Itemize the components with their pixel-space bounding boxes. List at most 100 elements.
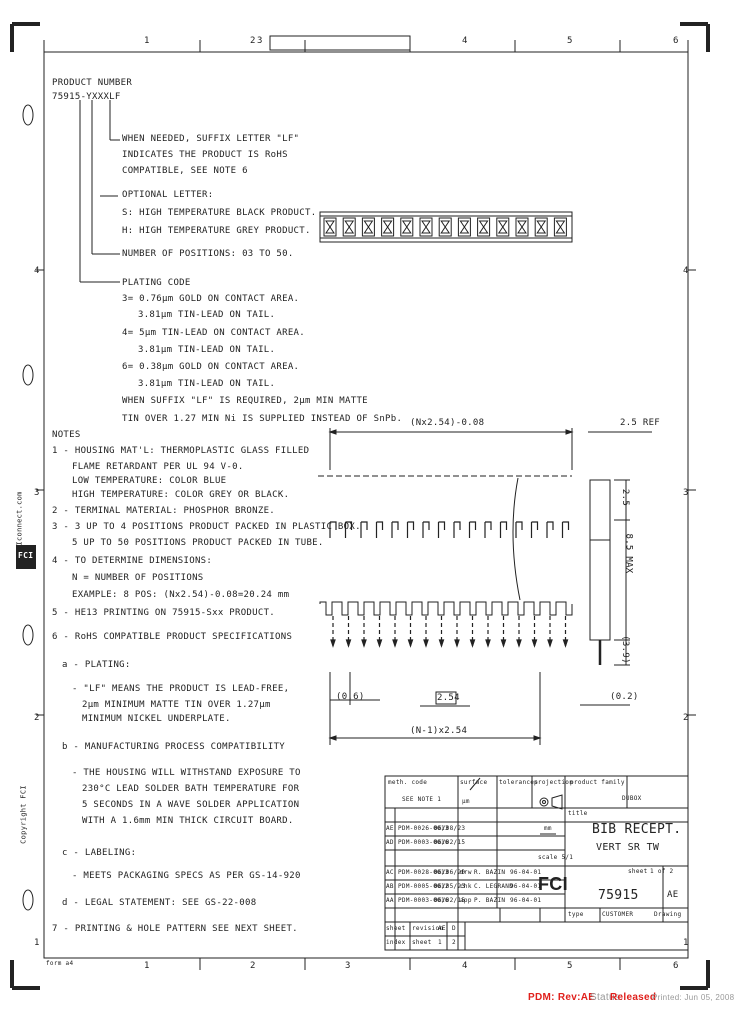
contact-array-svg <box>329 521 570 648</box>
dim-side-a: 2.5 <box>620 488 631 507</box>
note-line-4: 2 - TERMINAL MATERIAL: PHOSPHOR BRONZE. <box>52 506 276 516</box>
cavity-contact <box>382 220 393 234</box>
tb-see-note: SEE NOTE 1 <box>402 796 442 803</box>
zone-right-4: 4 <box>683 266 689 276</box>
contact-pin <box>468 521 477 538</box>
contact-pin <box>360 521 368 538</box>
rev-3-date: 06/05/23 <box>434 883 466 890</box>
legend-line-2: COMPATIBLE, SEE NOTE 6 <box>122 166 248 176</box>
index-row-3: 2 <box>452 939 456 946</box>
cavity-contact <box>344 220 355 234</box>
cavity-contact <box>459 220 470 234</box>
rev-4-date: 06/02/15 <box>434 897 466 904</box>
sheet-row-3: D <box>452 925 456 932</box>
cavity <box>477 217 491 237</box>
zone-right-3: 3 <box>683 488 689 498</box>
contact-tip <box>547 639 553 648</box>
zone-top-5: 5 <box>567 36 573 46</box>
note-line-14: 2µm MINIMUM MATTE TIN OVER 1.27µm <box>82 700 271 710</box>
rev-3-code: AB <box>386 883 394 890</box>
contact-pin <box>391 521 399 538</box>
contact-pin <box>329 521 337 538</box>
contact-tip <box>407 639 414 648</box>
corner-form-label: form a4 <box>46 960 74 967</box>
person-2-role: app <box>460 897 472 904</box>
zone-left-3: 3 <box>34 488 40 498</box>
connector-top-view <box>320 212 572 242</box>
tb-method: meth. code <box>388 779 428 786</box>
tb-family-value: DUBOX <box>622 795 642 802</box>
contact-tip <box>485 639 491 648</box>
fci-logo: FCI <box>538 874 568 894</box>
note-line-22: - MEETS PACKAGING SPECS AS PER GS-14-920 <box>72 871 301 881</box>
tb-title-1: BIB RECEPT. <box>592 822 682 837</box>
side-url: FCIconnect.com <box>15 491 24 555</box>
cavity-contact <box>401 220 412 234</box>
contact-tip <box>361 639 367 648</box>
zone-bottom-6: 6 <box>673 961 679 971</box>
cavity <box>553 217 567 237</box>
note-line-15: MINIMUM NICKEL UNDERPLATE. <box>82 714 231 724</box>
pdm-rev: PDM: Rev:AE <box>528 992 596 1003</box>
rev-4-code: AA <box>386 897 394 904</box>
rev-1-code: AD <box>386 839 394 846</box>
cavity-contact <box>536 220 547 234</box>
rev-4-ref: PDM-0003-0016 <box>398 897 449 904</box>
rev-2-ref: PDM-0028-0013 <box>398 869 449 876</box>
tb-finish: µm <box>462 798 470 805</box>
legend-line-12: 6= 0.38µm GOLD ON CONTACT AREA. <box>122 362 300 372</box>
cavity <box>534 217 548 237</box>
rev-1-ref: PDM-0003-0016 <box>398 839 449 846</box>
contact-pin <box>453 521 461 538</box>
person-2-date: 96-04-01 <box>510 897 542 904</box>
tb-type-value: CUSTOMER <box>602 911 634 918</box>
note-line-18: 230°C LEAD SOLDER BATH TEMPERATURE FOR <box>82 784 300 794</box>
note-line-6: 5 UP TO 50 POSITIONS PRODUCT PACKED IN T… <box>72 538 324 548</box>
tb-sheet-of: 1 of 2 <box>650 868 674 875</box>
contact-pin <box>515 521 523 538</box>
note-line-21: c - LABELING: <box>62 848 137 858</box>
side-logo: FCI <box>18 551 34 560</box>
zone-bottom-1: 1 <box>144 961 150 971</box>
contact-array <box>320 516 580 656</box>
person-0-name: R. BAZIN <box>474 869 506 876</box>
note-line-2: LOW TEMPERATURE: COLOR BLUE <box>72 476 227 486</box>
zone-bottom-2: 2 <box>250 961 256 971</box>
rev-0-ref: PDM-0026-0013 <box>398 825 449 832</box>
cavity <box>496 217 510 237</box>
note-line-17: - THE HOUSING WILL WITHSTAND EXPOSURE TO <box>72 768 301 778</box>
contact-tip <box>392 639 398 648</box>
contact-tip <box>531 639 538 648</box>
zone-top-6: 6 <box>673 36 679 46</box>
rev-2-code: AC <box>386 869 394 876</box>
status-value: Released <box>610 992 657 1003</box>
index-row-0: index <box>386 939 406 946</box>
note-line-0: 1 - HOUSING MAT'L: THERMOPLASTIC GLASS F… <box>52 446 310 456</box>
contact-pin <box>484 521 492 538</box>
note-line-13: - "LF" MEANS THE PRODUCT IS LEAD-FREE, <box>72 684 290 694</box>
person-1-name: C. LEGRAND <box>474 883 514 890</box>
tb-scale: scale 5/1 <box>538 854 574 861</box>
zone-left-2: 2 <box>34 713 40 723</box>
contact-pin <box>406 521 415 538</box>
index-row-2: 1 <box>438 939 442 946</box>
note-line-23: d - LEGAL STATEMENT: SEE GS-22-008 <box>62 898 257 908</box>
rev-0-code: AE <box>386 825 394 832</box>
zone-right-2: 2 <box>683 713 689 723</box>
zone-left-4: 4 <box>34 266 40 276</box>
cavity-contact <box>440 220 451 234</box>
legend-line-6: NUMBER OF POSITIONS: 03 TO 50. <box>122 249 294 259</box>
product-number-title: PRODUCT NUMBER <box>52 78 133 88</box>
cavity-contact <box>478 220 489 234</box>
zone-top-1: 1 <box>144 36 150 46</box>
cavity <box>515 217 529 237</box>
note-line-8: N = NUMBER OF POSITIONS <box>72 573 204 583</box>
tb-unit: mm <box>544 825 552 832</box>
cavity <box>323 217 337 237</box>
contact-tip <box>562 639 569 648</box>
legend-line-10: 4= 5µm TIN-LEAD ON CONTACT AREA. <box>122 328 305 338</box>
contact-pin <box>375 521 384 538</box>
contact-pin <box>530 521 539 538</box>
dim-bottom-overall: (N-1)x2.54 <box>410 726 468 736</box>
